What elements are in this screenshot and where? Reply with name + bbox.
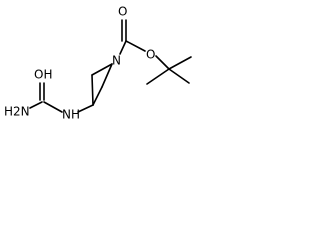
bond-urea-c-nh xyxy=(43,101,63,113)
bond-ring-n1-c4 xyxy=(91,63,113,76)
bond-ring-c3-c2 xyxy=(92,86,103,106)
bond-tbu-me3 xyxy=(146,68,170,85)
bond-layer xyxy=(29,19,192,113)
atom-label-ring-n: N xyxy=(112,54,121,68)
bond-urea-c-nh2 xyxy=(29,101,43,109)
atom-label-oh: OH xyxy=(34,68,52,82)
bond-ester-o-tbu xyxy=(155,55,170,70)
bond-ring-c2-n1 xyxy=(101,63,113,88)
atom-label-nh: NH xyxy=(62,108,80,122)
bond-tbu-me2 xyxy=(168,68,190,84)
atom-label-carbonyl-o: O xyxy=(118,5,127,19)
bond-ring-c4-c3 xyxy=(91,74,94,106)
atom-label-h2n: H2N xyxy=(4,105,30,119)
label-layer: OH H2N NH N O O xyxy=(4,5,155,122)
bond-n-carbonyl-c xyxy=(119,40,127,55)
structure-diagram: OH H2N NH N O O xyxy=(4,5,192,122)
bond-tbu-me1 xyxy=(168,56,192,70)
bond-nh-ring-c3 xyxy=(77,104,94,113)
bond-carbonyl-ester-o xyxy=(125,40,146,52)
atom-label-ester-o: O xyxy=(146,48,155,62)
